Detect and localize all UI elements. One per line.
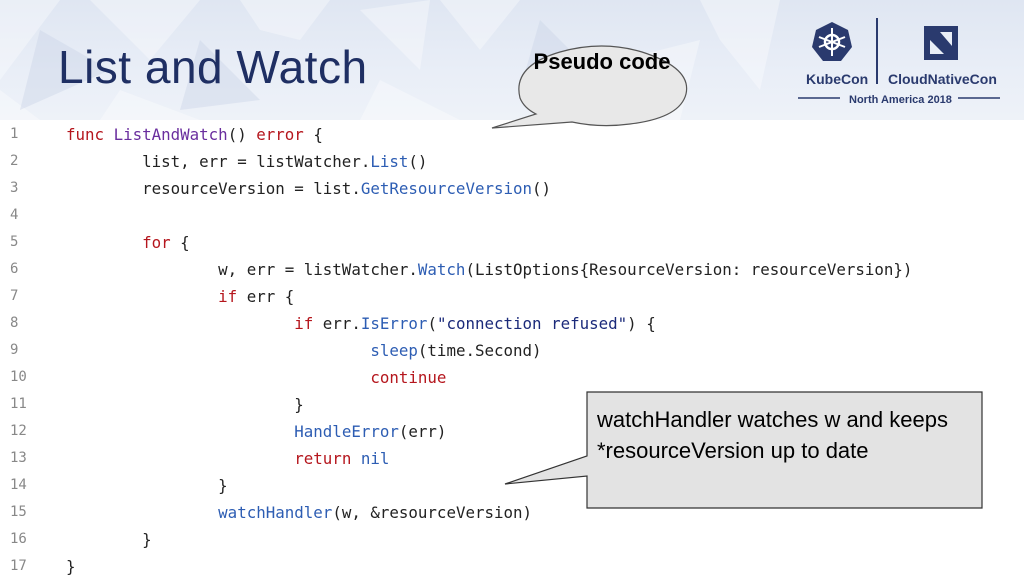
code-token: List [370,152,409,171]
code-token: return [294,449,352,468]
line-number: 17 [10,558,27,574]
cncf-icon [924,26,958,60]
kubecon-logo [798,18,1000,99]
code-token: ListAndWatch [113,125,228,144]
logo-event-subtitle: North America 2018 [849,94,952,106]
code-text: w, err = listWatcher.Watch(ListOptions{R… [66,256,912,283]
code-token: } [66,530,152,549]
speech-bubble [491,45,688,129]
line-number: 11 [10,396,27,412]
line-number: 2 [10,153,19,169]
code-token: if [218,287,238,306]
code-token: resourceVersion = list. [66,179,361,198]
code-token: IsError [360,314,428,333]
code-text: } [66,472,228,499]
code-token: (w, &resourceVersion) [332,503,533,522]
code-token: } [66,395,304,414]
code-token: sleep [370,341,418,360]
code-token: w, err = listWatcher. [66,260,418,279]
code-text: return nil [66,445,389,472]
code-token: () [227,125,257,144]
code-token: list, err = listWatcher. [66,152,371,171]
code-token: { [303,125,323,144]
code-token [66,233,142,252]
code-token: watchHandler [218,503,333,522]
code-text: if err.IsError("connection refused") { [66,310,656,337]
line-number: 5 [10,234,19,250]
line-number: 6 [10,261,19,277]
code-token: () [532,179,552,198]
code-token [66,422,294,441]
code-token: ( [427,314,437,333]
code-token [66,368,370,387]
code-token: func [66,125,114,144]
code-text: for { [66,229,190,256]
code-token: error [256,125,304,144]
code-token: } [66,476,228,495]
code-text: HandleError(err) [66,418,446,445]
logo-kubecon-text: KubeCon [806,71,869,87]
code-token: } [66,557,76,576]
line-number: 9 [10,342,19,358]
code-token: err. [313,314,361,333]
code-token: (time.Second) [417,341,542,360]
code-text: if err { [66,283,294,310]
code-token: "connection refused" [436,314,628,333]
code-token [66,503,218,522]
line-number: 16 [10,531,27,547]
code-token [66,449,294,468]
line-number: 1 [10,126,19,142]
code-text: continue [66,364,446,391]
code-token: (err) [398,422,447,441]
speech-bubble-text: Pseudo code [533,49,671,74]
code-token [66,314,294,333]
helm-wheel-icon [812,22,852,61]
line-number: 13 [10,450,27,466]
code-text: } [66,526,152,553]
code-token: nil [360,449,390,468]
code-token: { [170,233,190,252]
line-number: 4 [10,207,19,223]
line-number: 7 [10,288,19,304]
code-token: HandleError [294,422,399,441]
code-token: continue [370,368,447,387]
line-number: 14 [10,477,27,493]
code-token: err { [237,287,295,306]
code-token: for [142,233,171,252]
code-text: } [66,553,76,580]
slide-title: List and Watch [58,41,368,93]
callout-text: watchHandler watches w and keeps *resour… [597,407,948,463]
code-text: list, err = listWatcher.List() [66,148,427,175]
line-number: 12 [10,423,27,439]
line-number: 8 [10,315,19,331]
code-text: sleep(time.Second) [66,337,542,364]
code-token: if [294,314,314,333]
code-text: resourceVersion = list.GetResourceVersio… [66,175,551,202]
line-number: 15 [10,504,27,520]
code-text: } [66,391,304,418]
code-token: () [408,152,428,171]
code-text: watchHandler(w, &resourceVersion) [66,499,532,526]
callout-box [504,391,983,509]
line-number: 10 [10,369,27,385]
code-token: (ListOptions{ResourceVersion: resourceVe… [465,260,913,279]
code-token: Watch [417,260,466,279]
code-token [66,287,218,306]
code-token [66,341,370,360]
line-number: 3 [10,180,19,196]
code-token: GetResourceVersion [360,179,533,198]
code-text: func ListAndWatch() error { [66,121,323,148]
logo-cloudnativecon-text: CloudNativeCon [888,71,997,87]
code-token [351,449,361,468]
code-token: ) { [627,314,656,333]
